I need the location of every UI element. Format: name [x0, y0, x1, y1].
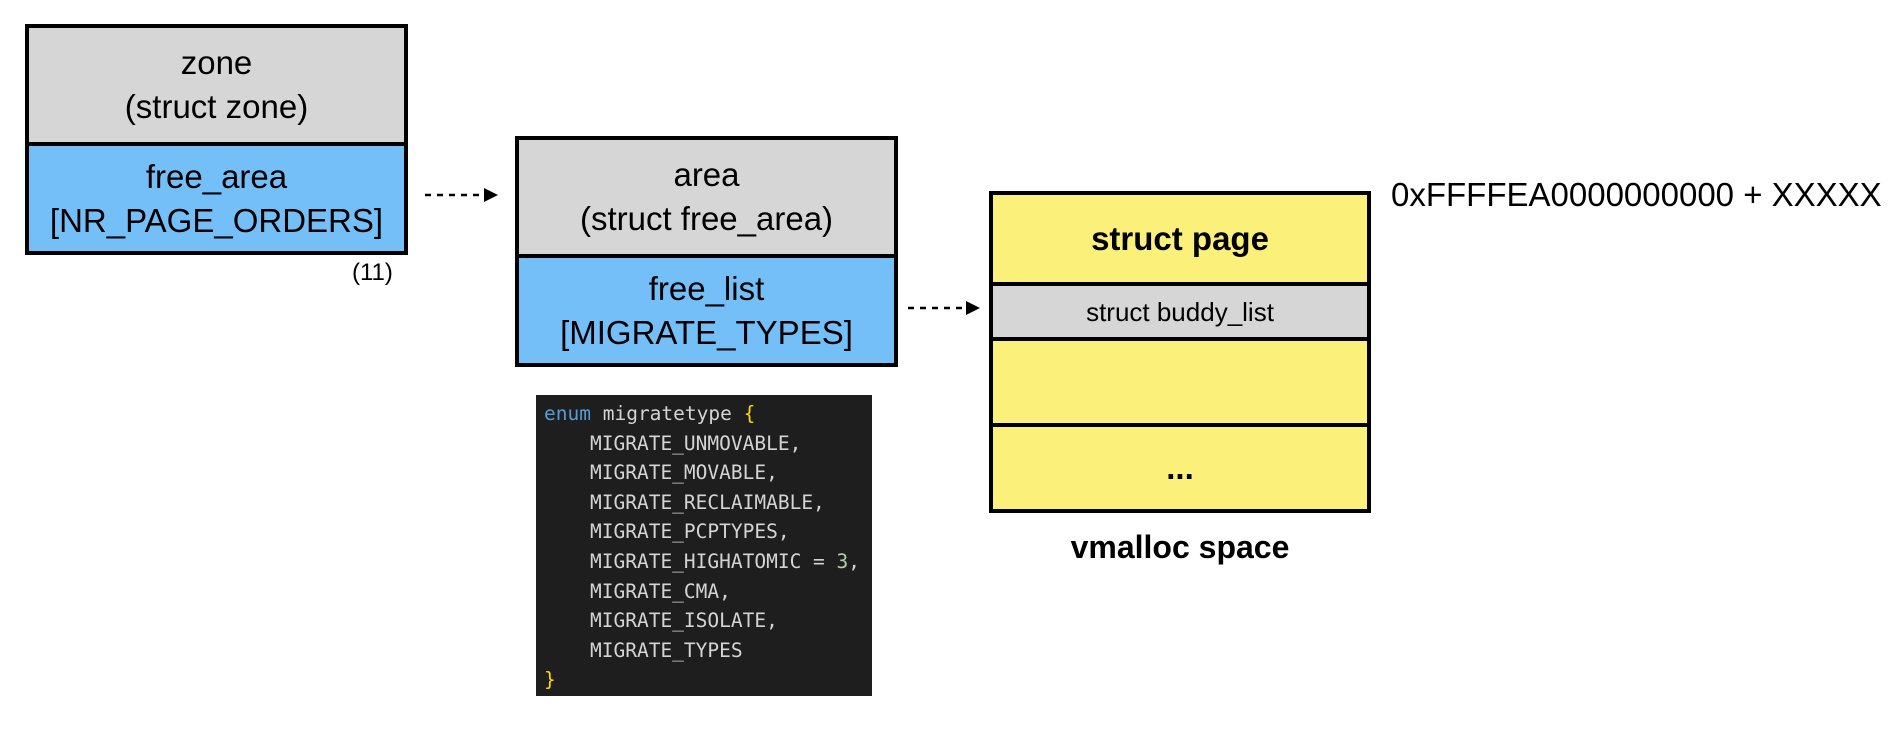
vmalloc-caption: vmalloc space: [1070, 529, 1290, 565]
code-keyword: enum: [544, 402, 591, 425]
area-title: area: [673, 156, 740, 193]
code-line: MIGRATE_CMA,: [544, 577, 872, 607]
page-orders-count: (11): [352, 259, 393, 286]
address-label: 0xFFFFEA0000000000 + XXXXX: [1391, 176, 1882, 213]
code-member: MIGRATE_CMA,: [590, 579, 731, 603]
zone-struct-box: zone (struct zone) free_area [NR_PAGE_OR…: [25, 24, 408, 255]
page-title-row: struct page: [993, 195, 1367, 282]
page-ellipsis: ...: [1166, 449, 1194, 486]
zone-title: zone: [180, 44, 253, 81]
arrow-area-to-page: [908, 301, 980, 315]
code-comma: ,: [848, 549, 861, 573]
migratetype-enum-code: enum migratetype { MIGRATE_UNMOVABLE, MI…: [536, 395, 872, 696]
free-list-field: free_list [MIGRATE_TYPES]: [519, 254, 894, 363]
page-struct-box: struct page struct buddy_list ...: [989, 191, 1371, 513]
free-area-name: free_area: [145, 157, 288, 195]
code-member: MIGRATE_TYPES: [590, 638, 743, 662]
code-number: 3: [836, 549, 849, 573]
free-area-size: [NR_PAGE_ORDERS]: [49, 201, 384, 239]
buddy-list-row: struct buddy_list: [993, 282, 1367, 337]
code-line: MIGRATE_PCPTYPES,: [544, 517, 872, 547]
area-struct-box: area (struct free_area) free_list [MIGRA…: [515, 136, 898, 367]
code-line: MIGRATE_UNMOVABLE,: [544, 429, 872, 459]
code-line: MIGRATE_MOVABLE,: [544, 458, 872, 488]
code-line-enum: enum migratetype {: [544, 399, 872, 429]
code-close-brace: }: [544, 668, 556, 692]
code-member: MIGRATE_ISOLATE,: [590, 609, 778, 633]
buddy-list-label: struct buddy_list: [1086, 296, 1274, 327]
free-list-name: free_list: [648, 269, 765, 307]
code-member: MIGRATE_RECLAIMABLE,: [590, 490, 825, 514]
free-area-field: free_area [NR_PAGE_ORDERS]: [29, 142, 404, 251]
area-type: (struct free_area): [579, 200, 834, 237]
code-line-highatomic: MIGRATE_HIGHATOMIC = 3,: [544, 547, 872, 577]
page-empty-row: [993, 337, 1367, 423]
code-line-close: }: [544, 665, 872, 695]
zone-header: zone (struct zone): [29, 28, 404, 142]
code-member: MIGRATE_UNMOVABLE,: [590, 431, 802, 455]
code-member: MIGRATE_MOVABLE,: [590, 461, 778, 485]
code-line: MIGRATE_RECLAIMABLE,: [544, 488, 872, 518]
area-header: area (struct free_area): [519, 140, 894, 254]
code-open-brace: {: [743, 402, 756, 425]
code-member: MIGRATE_HIGHATOMIC =: [590, 549, 837, 573]
code-type-name: migratetype: [602, 402, 732, 425]
code-line: MIGRATE_TYPES: [544, 636, 872, 666]
code-line: MIGRATE_ISOLATE,: [544, 606, 872, 636]
page-title: struct page: [1091, 219, 1269, 257]
free-list-size: [MIGRATE_TYPES]: [560, 313, 853, 351]
arrow-zone-to-area: [425, 188, 498, 202]
code-member: MIGRATE_PCPTYPES,: [590, 520, 790, 544]
zone-type: (struct zone): [124, 88, 309, 125]
page-ellipsis-row: ...: [993, 423, 1367, 509]
